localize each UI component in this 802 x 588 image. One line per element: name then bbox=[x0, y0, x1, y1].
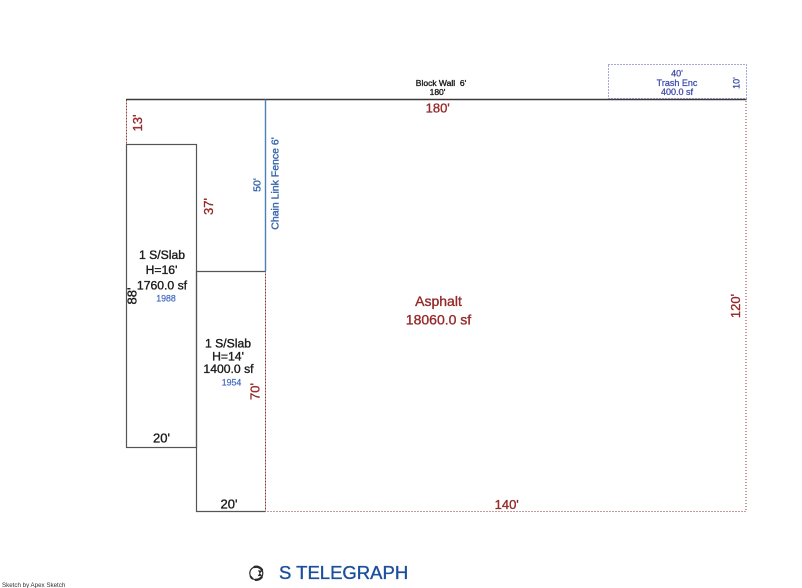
svg-text:20': 20' bbox=[221, 497, 238, 512]
svg-text:1400.0 sf: 1400.0 sf bbox=[203, 362, 254, 376]
svg-text:S TELEGRAPH: S TELEGRAPH bbox=[279, 562, 408, 583]
svg-text:140': 140' bbox=[495, 497, 519, 512]
svg-text:10': 10' bbox=[732, 77, 742, 89]
svg-text:50': 50' bbox=[252, 178, 264, 192]
svg-text:Block Wall 6': Block Wall 6' bbox=[416, 78, 467, 88]
svg-text:70': 70' bbox=[248, 383, 263, 400]
svg-text:1954: 1954 bbox=[222, 378, 242, 388]
svg-text:Trash Enc: Trash Enc bbox=[657, 78, 698, 88]
svg-text:180': 180' bbox=[426, 101, 450, 116]
svg-text:H=16': H=16' bbox=[146, 263, 178, 277]
svg-text:H=14': H=14' bbox=[212, 350, 244, 364]
svg-text:1988: 1988 bbox=[156, 294, 176, 304]
svg-text:400.0 sf: 400.0 sf bbox=[661, 87, 694, 97]
svg-text:18060.0 sf: 18060.0 sf bbox=[406, 312, 471, 328]
svg-text:1 S/Slab: 1 S/Slab bbox=[139, 248, 185, 262]
svg-text:Chain Link Fence 6': Chain Link Fence 6' bbox=[270, 137, 282, 229]
svg-text:Asphalt: Asphalt bbox=[415, 293, 462, 309]
svg-text:40': 40' bbox=[671, 69, 683, 79]
svg-text:13': 13' bbox=[130, 115, 145, 132]
svg-text:1 S/Slab: 1 S/Slab bbox=[205, 337, 251, 351]
svg-text:1760.0 sf: 1760.0 sf bbox=[137, 279, 188, 293]
svg-text:Sketch by Apex Sketch: Sketch by Apex Sketch bbox=[2, 582, 66, 588]
svg-text:180': 180' bbox=[430, 87, 446, 97]
svg-text:120': 120' bbox=[728, 294, 743, 318]
svg-text:37': 37' bbox=[201, 198, 216, 215]
svg-text:88': 88' bbox=[125, 288, 140, 305]
svg-text:20': 20' bbox=[153, 431, 170, 446]
